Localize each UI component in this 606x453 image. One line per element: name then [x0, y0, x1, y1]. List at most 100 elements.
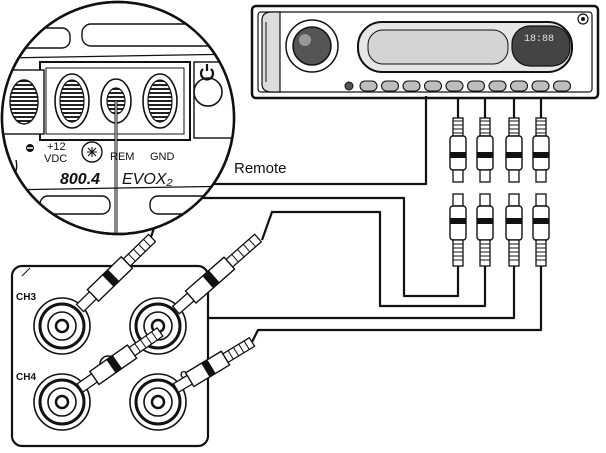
rca-connector-bottom-band [450, 218, 466, 224]
rca-plugs [75, 233, 263, 394]
rca-connector-bottom-boot [452, 239, 464, 267]
rca-connector-top-tip [479, 169, 491, 183]
label-gnd: GND [150, 151, 175, 163]
rca-jacks [33, 297, 187, 431]
rca-plug-ch3-boot [122, 233, 157, 268]
rca-grip-line [237, 249, 245, 258]
rca-connector-top-band [477, 152, 493, 158]
rca-connector-top-tip [508, 169, 520, 183]
clock-display [511, 25, 571, 67]
preset-button[interactable] [509, 80, 529, 92]
rca-cable-ch4 [172, 266, 516, 320]
rca-grip-line [248, 238, 256, 248]
volume-knob-highlight [299, 34, 311, 46]
amp-top-slot-2 [81, 23, 233, 47]
panel-corner-mark [21, 267, 31, 277]
preset-button[interactable] [402, 80, 421, 92]
label-ch3: CH3 [16, 292, 36, 303]
preset-button[interactable] [488, 80, 507, 92]
volume-knob[interactable] [292, 26, 332, 66]
rca-plug-ch4-band [106, 354, 123, 374]
power-button[interactable] [193, 77, 223, 107]
rca-connector-top-band [533, 152, 549, 158]
rca-connector-bottom-boot [535, 239, 547, 267]
eject-lever[interactable] [261, 11, 281, 93]
rca-plug-ch3-band [101, 269, 120, 288]
rca-jack-ch3-pin [54, 318, 70, 334]
preset-button[interactable] [380, 80, 400, 92]
display-panel [367, 29, 509, 65]
rca-plug-ch2-tip [172, 374, 194, 394]
indicator-led [344, 81, 354, 91]
label-plus12: +12 [47, 141, 66, 153]
rca-grip-line [233, 347, 240, 357]
rca-connector-bottom-band [477, 218, 493, 224]
head-unit-leads [456, 98, 543, 118]
rca-grip-line [238, 343, 245, 353]
head-unit: 18:88 [250, 4, 600, 100]
amp-lower-edge [2, 185, 234, 191]
rca-plug-ch2-boot [221, 336, 256, 364]
rca-grip-line [138, 243, 146, 252]
rca-jack-ch4-pin [54, 394, 70, 410]
rca-cable-ch1 [260, 210, 487, 308]
rca-connector-bottom-band [506, 218, 522, 224]
power-icon [199, 68, 215, 81]
rca-connector-bottom-tip [508, 193, 520, 207]
rca-grip-line [151, 331, 158, 341]
rca-connector-top-tip [535, 169, 547, 183]
model-number: 800.4 [60, 171, 100, 188]
rca-grip-line [134, 343, 141, 353]
rca-connector-stack [449, 117, 550, 267]
preset-button[interactable] [359, 80, 378, 92]
remote-label: Remote [234, 160, 287, 177]
rca-connector-top-tip [452, 169, 464, 183]
rca-grip-line [243, 340, 250, 350]
rca-connector-top-band [506, 152, 522, 158]
rca-grip-line [145, 335, 153, 345]
small-knob-center [581, 17, 585, 21]
rca-plug-ch1-boot [225, 233, 263, 268]
preset-button[interactable] [552, 80, 572, 92]
label-vdc: VDC [44, 153, 67, 165]
rca-connector-bottom-tip [479, 193, 491, 207]
terminal-screw-4 [9, 79, 39, 125]
rca-grip-line [242, 243, 251, 253]
input-panel: CH3 CH4 CH2 [10, 233, 263, 448]
rca-connector-bottom-tip [535, 193, 547, 207]
head-unit-faceplate [257, 11, 593, 93]
model-series: EVOX₂ [122, 171, 173, 188]
fuse-icon-star [87, 147, 97, 157]
rca-grip-line [231, 254, 239, 263]
amp-panel-edge [2, 53, 234, 59]
amp-zoom-view: 4 +12 VDC REM GND 800.4 EVOX₂ [0, 0, 236, 236]
rca-plug-ch1-band [202, 270, 220, 289]
rca-connector-top-band [450, 152, 466, 158]
zoom-circle-outline [0, 0, 236, 236]
rca-grip-line [227, 350, 234, 360]
label-rem: REM [110, 151, 134, 163]
rca-grip-line [133, 248, 141, 257]
preset-button[interactable] [423, 80, 443, 92]
rca-plug-ch3-tip [75, 290, 98, 313]
rca-plug-ch2-band [200, 359, 216, 378]
label-ch4: CH4 [16, 372, 36, 383]
rca-grip-line [139, 339, 147, 349]
terminal-screw-gnd [147, 79, 173, 123]
preset-button[interactable] [531, 80, 550, 92]
rca-jack-ch2-pin [150, 394, 166, 410]
rca-plug-ch1-tip [171, 292, 195, 315]
rca-grip-line [127, 253, 136, 262]
rca-connector-bottom-band [533, 218, 549, 224]
preset-button[interactable] [466, 80, 486, 92]
terminal-screw-12v [59, 79, 85, 123]
rca-connector-bottom-boot [508, 239, 520, 267]
preset-button[interactable] [445, 80, 464, 92]
rca-grip-line [143, 238, 151, 247]
rca-plug-ch4-tip [76, 372, 99, 394]
rca-connector-bottom-boot [479, 239, 491, 267]
rca-connector-bottom-tip [452, 193, 464, 207]
head-unit-buttons [344, 80, 572, 92]
